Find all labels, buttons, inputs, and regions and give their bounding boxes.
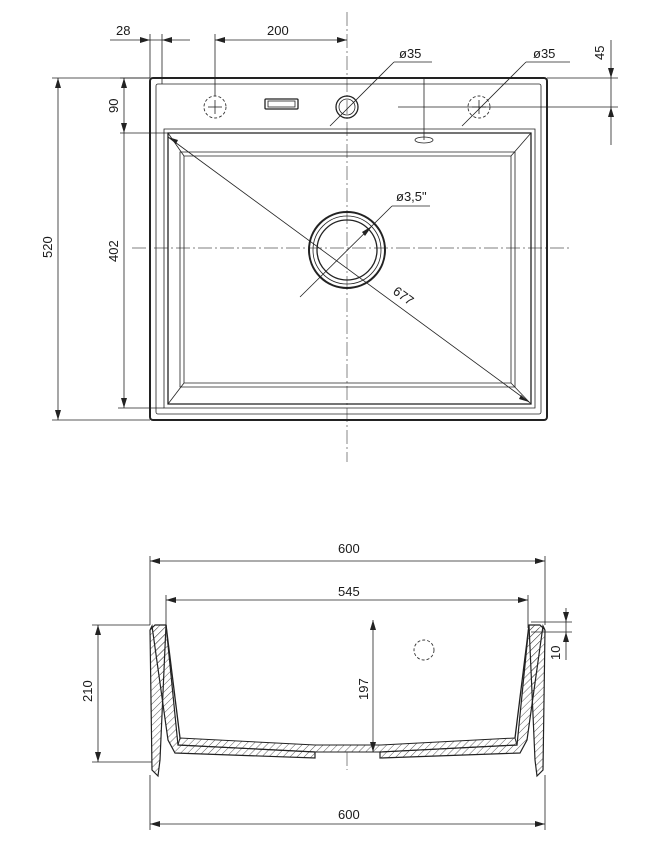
- dimension-545: [165, 595, 529, 628]
- section-tap-hole: [413, 639, 435, 661]
- hole-offset-label: 45: [592, 46, 607, 60]
- bowl-depth-label: 402: [106, 240, 121, 262]
- diagonal-line: [167, 136, 530, 403]
- drain-label: ø3,5": [396, 189, 427, 204]
- overflow-slot: [264, 98, 299, 110]
- hole-right-label: ø35: [533, 46, 555, 61]
- drain: [308, 211, 386, 289]
- overall-height-label: 210: [80, 680, 95, 702]
- section-view: 600 545: [80, 541, 572, 830]
- left-offset-label: 28: [116, 23, 130, 38]
- dimension-402: [118, 133, 164, 409]
- sink-outline: [149, 77, 548, 421]
- dimension-10: [531, 608, 572, 660]
- dimension-197: [370, 620, 376, 752]
- bowl-outline: [163, 128, 536, 409]
- top-width-label: 600: [338, 541, 360, 556]
- bowl-width-label: 545: [338, 584, 360, 599]
- tap-hole-center: [335, 95, 359, 119]
- overflow-outlet: [414, 78, 434, 144]
- top-view: 677 ø3,5" ø35 ø35 28 200: [40, 12, 618, 462]
- dimension-90: [120, 77, 168, 134]
- bowl-height-label: 197: [356, 678, 371, 700]
- rim-label: 10: [548, 646, 563, 660]
- dimension-28-200: [110, 34, 347, 96]
- sink-section: [149, 624, 546, 778]
- dimension-top-600: [149, 556, 546, 625]
- hole-left-label: ø35: [399, 46, 421, 61]
- tap-spacing-label: 200: [267, 23, 289, 38]
- overall-depth-label: 520: [40, 236, 55, 258]
- dimension-45: [398, 40, 618, 145]
- bottom-width-label: 600: [338, 807, 360, 822]
- dimension-210: [92, 624, 152, 763]
- front-depth-label: 90: [106, 99, 121, 113]
- dimension-bottom-600: [149, 775, 546, 830]
- diagonal-label: 677: [390, 283, 416, 308]
- tap-hole-left: [203, 95, 227, 119]
- dimension-520: [52, 77, 150, 421]
